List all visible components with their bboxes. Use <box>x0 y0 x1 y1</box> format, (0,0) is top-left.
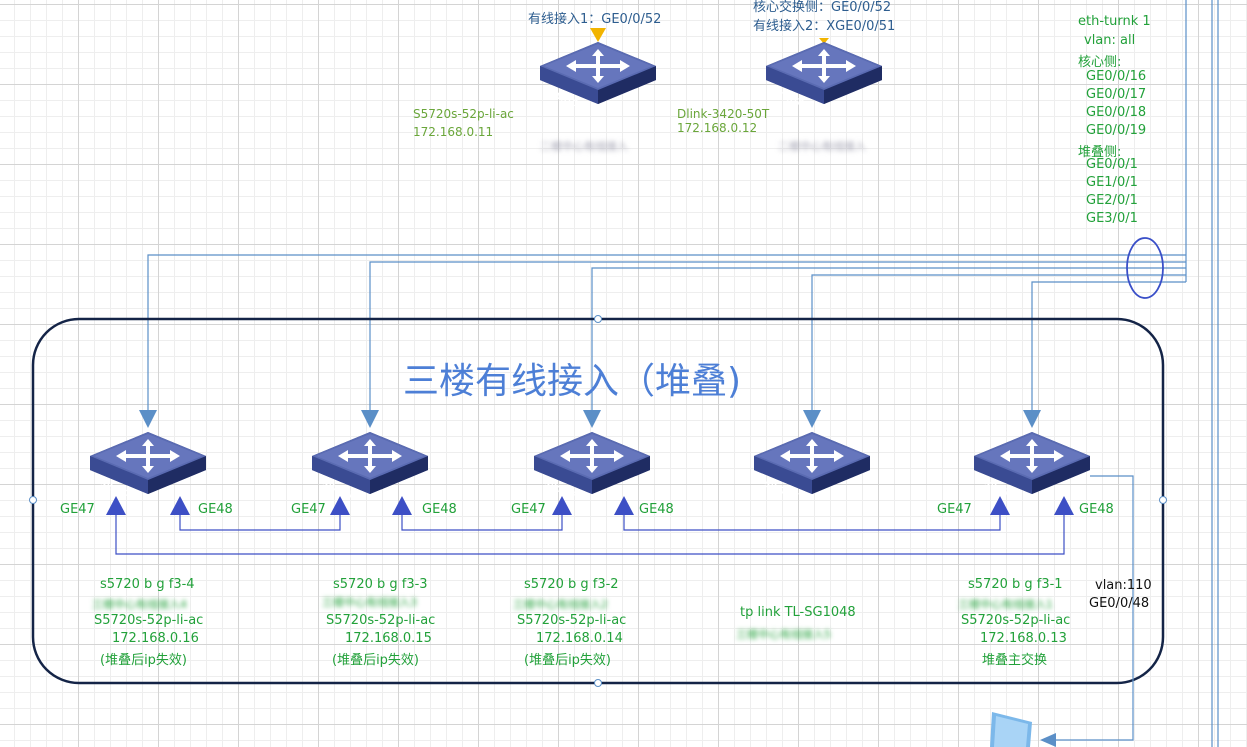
switch-model: S5720s-52p-li-ac <box>517 613 627 628</box>
trunk-name: eth-turnk 1 <box>1078 14 1151 29</box>
top-switch-1-model: S5720s-52p-li-ac <box>413 107 514 121</box>
switch-icon[interactable] <box>86 428 210 520</box>
switch-alias: 三楼中心有线接入2 <box>513 598 608 611</box>
switch-name: s5720 b g f3-1 <box>968 577 1063 592</box>
uplink-vlan: vlan:110 <box>1095 578 1152 593</box>
top-switch-1-port: 有线接入1：GE0/0/52 <box>528 12 662 27</box>
switch-name: s5720 b g f3-3 <box>333 577 428 592</box>
stack-arrows <box>106 496 1074 515</box>
switch-icon[interactable] <box>536 38 660 130</box>
switch-model: S5720s-52p-li-ac <box>94 613 204 628</box>
top-switch-2-model: Dlink-3420-50T <box>677 107 770 121</box>
port-label: GE48 <box>422 502 457 517</box>
switch-alias: 三楼中心有线接入3 <box>322 596 417 609</box>
top-switch-1-ip: 172.168.0.11 <box>413 125 494 139</box>
switch-name: s5720 b g f3-2 <box>524 577 619 592</box>
switch-ip: 172.168.0.14 <box>536 631 623 646</box>
trunk-core-port: GE0/0/17 <box>1086 87 1147 102</box>
switch-alias: 三楼中心有线接入5 <box>736 628 831 641</box>
trunk-stack-side: 堆叠侧: <box>1078 145 1122 160</box>
uplink-port: GE0/0/48 <box>1089 596 1150 611</box>
port-label: GE48 <box>639 502 674 517</box>
uplink-arrow-2 <box>819 38 829 44</box>
port-label: GE47 <box>511 502 546 517</box>
stack-group-title: 三楼有线接入（堆叠) <box>403 361 742 402</box>
top-switch-2-port: 有线接入2：XGE0/0/51 <box>753 19 896 34</box>
switch-icon[interactable] <box>530 428 654 520</box>
trunk-stack-port: GE3/0/1 <box>1086 211 1138 226</box>
switch-model: S5720s-52p-li-ac <box>326 613 436 628</box>
top-switch-2-core-port: 核心交换侧：GE0/0/52 <box>753 0 892 15</box>
switch-note: (堆叠后ip失效) <box>332 653 420 668</box>
switch-model: S5720s-52p-li-ac <box>961 613 1071 628</box>
switch-note: 堆叠主交换 <box>982 653 1048 668</box>
switch-note: (堆叠后ip失效) <box>524 653 612 668</box>
endpoint-device-icon <box>990 712 1032 747</box>
switch-name: s5720 b g f3-4 <box>100 577 195 592</box>
trunk-core-port: GE0/0/18 <box>1086 105 1147 120</box>
switch-ip: 172.168.0.13 <box>980 631 1067 646</box>
top-switch-2-ip: 172.168.0.12 <box>677 121 758 135</box>
trunk-stack-port: GE2/0/1 <box>1086 193 1138 208</box>
trunk-stack-port: GE0/0/1 <box>1086 157 1138 172</box>
switch-note: (堆叠后ip失效) <box>100 653 188 668</box>
port-label: GE48 <box>1079 502 1114 517</box>
port-label: GE47 <box>60 502 95 517</box>
trunk-vlan: vlan: all <box>1084 33 1136 48</box>
switch-alias: 三楼中心有线接入4 <box>92 598 187 611</box>
trunk-core-side: 核心侧: <box>1078 55 1122 70</box>
switch-name: tp link TL-SG1048 <box>740 605 856 620</box>
uplink-arrow-1 <box>590 28 606 42</box>
trunk-core-port: GE0/0/16 <box>1086 69 1147 84</box>
port-label: GE47 <box>937 502 972 517</box>
switch-icon[interactable] <box>750 428 874 520</box>
trunk-stack-port: GE1/0/1 <box>1086 175 1138 190</box>
switch-icon[interactable] <box>762 38 886 130</box>
switch-ip: 172.168.0.16 <box>112 631 199 646</box>
switch-alias: 三楼中心有线接入1 <box>958 598 1053 611</box>
switch-ip: 172.168.0.15 <box>345 631 432 646</box>
trunk-arrows <box>139 410 1041 428</box>
switch-icon[interactable] <box>970 428 1094 520</box>
switch-icon[interactable] <box>308 428 432 520</box>
top-switch-2-name: 二楼中心有线接入 <box>778 140 866 153</box>
top-switch-1-name: 二楼中心有线接入 <box>540 140 628 153</box>
trunk-core-port: GE0/0/19 <box>1086 123 1147 138</box>
port-label: GE47 <box>291 502 326 517</box>
port-label: GE48 <box>198 502 233 517</box>
